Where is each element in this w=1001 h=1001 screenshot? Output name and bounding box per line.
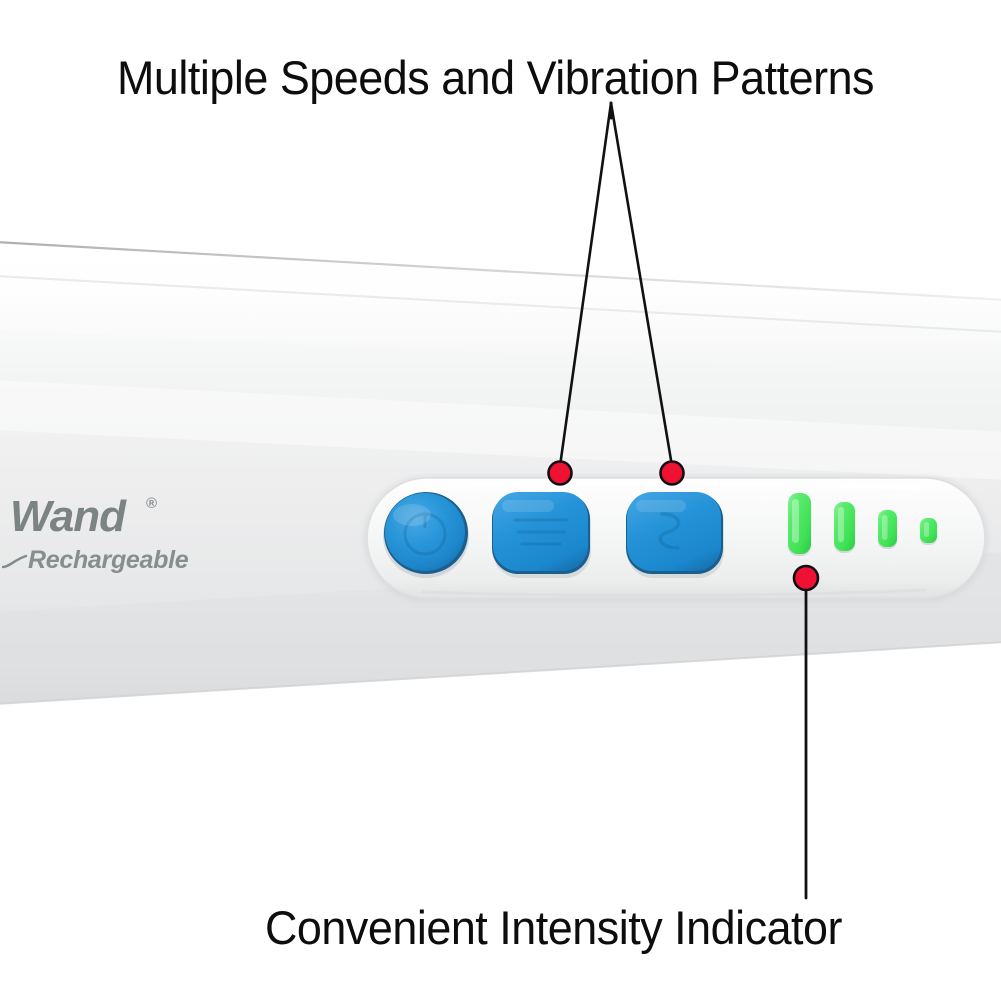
pattern-button-graphic (626, 492, 724, 578)
speed-button-graphic (492, 492, 591, 578)
top-callout-label: Multiple Speeds and Vibration Patterns (117, 51, 875, 104)
registered-trademark-icon: ® (146, 495, 158, 512)
swoosh-icon (1, 554, 28, 570)
marker-intensity-indicator[interactable] (792, 564, 820, 592)
intensity-indicator-graphic (788, 493, 937, 556)
bottom-callout-label: Convenient Intensity Indicator (265, 901, 843, 954)
wand-body (0, 180, 1001, 740)
power-button-graphic (383, 492, 469, 578)
marker-pattern-button[interactable] (659, 460, 685, 486)
control-panel (360, 470, 992, 608)
brand-group: Wand ® Rechargeable (1, 492, 232, 588)
marker-speed-button[interactable] (547, 460, 573, 486)
brand-name: Wand (10, 492, 126, 541)
brand-subtitle: Rechargeable (28, 546, 189, 574)
